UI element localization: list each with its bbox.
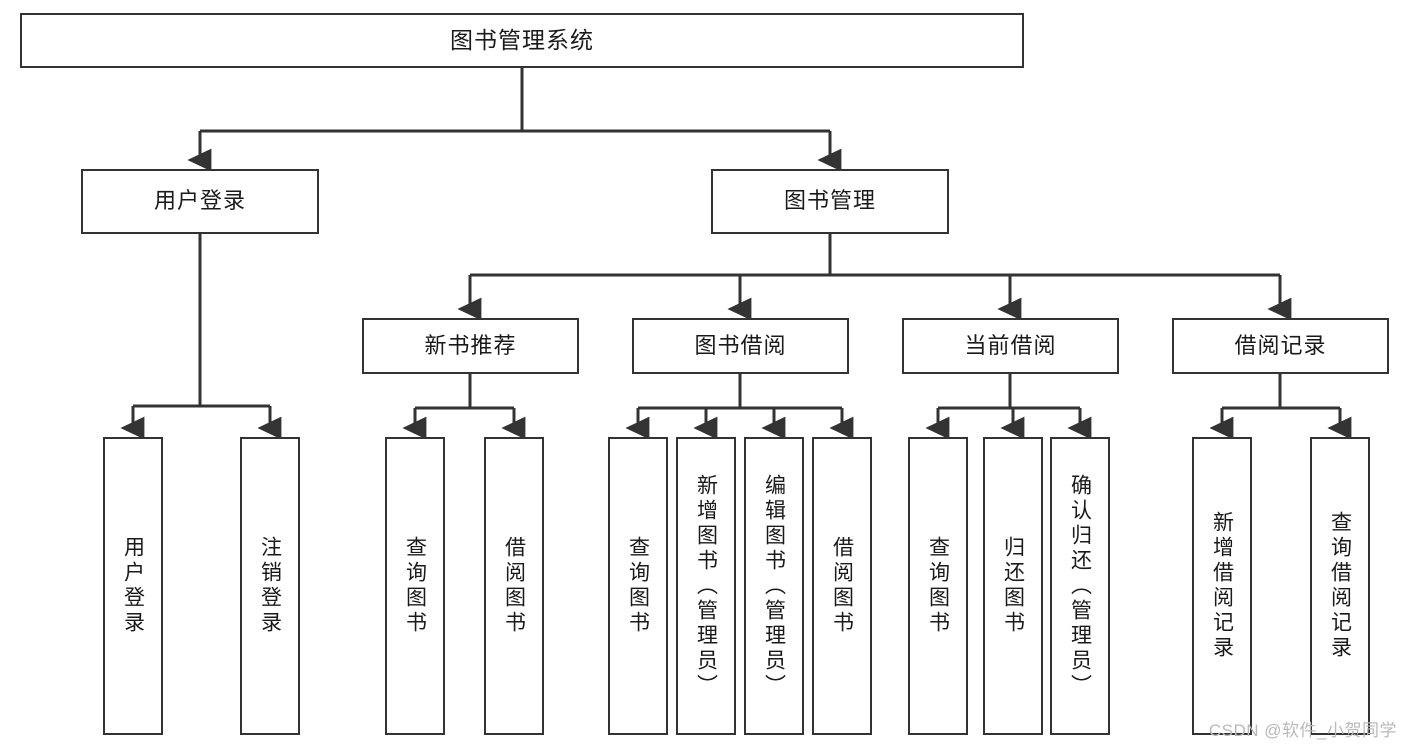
node-label: 图书管理系统 xyxy=(450,28,594,53)
node-label: 注销登录 xyxy=(260,536,281,636)
node-leaf-record-add-borrow-record[interactable]: 新增借阅记录 xyxy=(1192,437,1252,735)
node-label: 查询图书 xyxy=(928,536,949,636)
watermark-text: CSDN @软件_小贺同学 xyxy=(1209,716,1397,741)
node-label: 用户登录 xyxy=(154,189,246,213)
node-label: 新书推荐 xyxy=(424,334,516,358)
node-label: 图书管理 xyxy=(784,189,876,213)
node-label: 借阅图书 xyxy=(504,536,525,636)
node-root-system[interactable]: 图书管理系统 xyxy=(20,13,1024,68)
node-leaf-current-query-book[interactable]: 查询图书 xyxy=(908,437,968,735)
node-label: 当前借阅 xyxy=(964,334,1056,358)
node-new-book-recommend[interactable]: 新书推荐 xyxy=(362,318,579,374)
node-label: 图书借阅 xyxy=(694,334,786,358)
node-label: 查询图书 xyxy=(405,536,426,636)
node-label: 新增图书（管理员） xyxy=(696,474,717,699)
node-label: 用户登录 xyxy=(123,536,144,636)
node-book-borrow[interactable]: 图书借阅 xyxy=(632,318,849,374)
node-leaf-borrow-lend-book[interactable]: 借阅图书 xyxy=(812,437,872,735)
node-label: 查询借阅记录 xyxy=(1330,511,1351,661)
node-book-manage[interactable]: 图书管理 xyxy=(711,169,949,234)
node-leaf-current-return-book[interactable]: 归还图书 xyxy=(983,437,1043,735)
node-current-borrow[interactable]: 当前借阅 xyxy=(902,318,1119,374)
node-label: 查询图书 xyxy=(628,536,649,636)
node-borrow-record[interactable]: 借阅记录 xyxy=(1172,318,1389,374)
node-label: 编辑图书（管理员） xyxy=(764,474,785,699)
node-label: 借阅图书 xyxy=(832,536,853,636)
node-label: 借阅记录 xyxy=(1234,334,1326,358)
node-label: 新增借阅记录 xyxy=(1212,511,1233,661)
node-leaf-borrow-query-book[interactable]: 查询图书 xyxy=(608,437,668,735)
node-leaf-current-confirm-return-admin[interactable]: 确认归还（管理员） xyxy=(1050,437,1110,735)
node-user-login[interactable]: 用户登录 xyxy=(81,169,319,234)
node-leaf-borrow-edit-book-admin[interactable]: 编辑图书（管理员） xyxy=(744,437,804,735)
node-leaf-user-login[interactable]: 用户登录 xyxy=(103,437,163,735)
node-label: 确认归还（管理员） xyxy=(1070,474,1091,699)
node-label: 归还图书 xyxy=(1003,536,1024,636)
node-leaf-recommend-borrow-book[interactable]: 借阅图书 xyxy=(484,437,544,735)
node-leaf-user-logout[interactable]: 注销登录 xyxy=(240,437,300,735)
node-leaf-record-query-borrow-record[interactable]: 查询借阅记录 xyxy=(1310,437,1370,735)
node-leaf-recommend-query-book[interactable]: 查询图书 xyxy=(385,437,445,735)
node-leaf-borrow-add-book-admin[interactable]: 新增图书（管理员） xyxy=(676,437,736,735)
